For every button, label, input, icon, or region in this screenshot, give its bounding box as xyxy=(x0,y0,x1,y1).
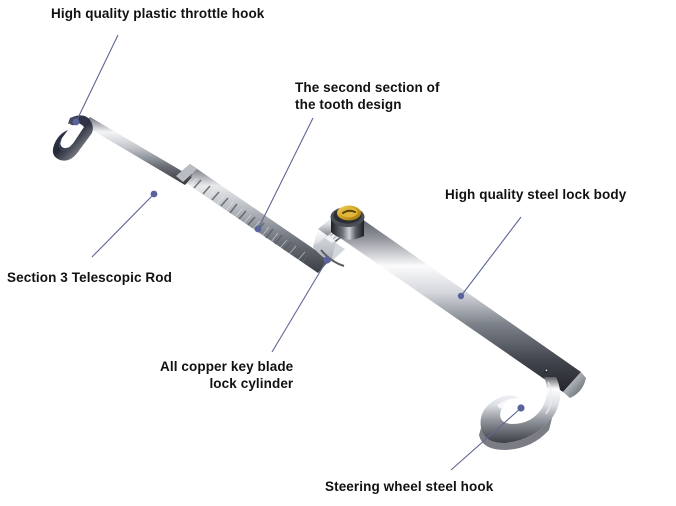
callout-label-section-3-rod: Section 3 Telescopic Rod xyxy=(7,270,172,285)
steering-wheel-lock-product xyxy=(52,115,586,450)
leader-line-throttle-hook xyxy=(75,34,119,123)
leader-line-section-3 xyxy=(91,193,155,258)
telescopic-rod-thin xyxy=(82,117,197,185)
leader-line-copper-cylinder xyxy=(271,259,328,353)
leader-line-steel-lock-body xyxy=(460,216,522,297)
main-lock-body xyxy=(330,212,586,398)
callout-leader-dots xyxy=(72,118,525,412)
leader-dot-tooth-design xyxy=(254,225,262,233)
key-cylinder xyxy=(337,205,361,221)
callout-label-throttle-hook: High quality plastic throttle hook xyxy=(51,6,265,21)
leader-line-steering-hook xyxy=(450,407,522,471)
callout-leader-lines xyxy=(75,34,522,471)
leader-dot-section-3 xyxy=(150,190,158,198)
leader-dot-steel-lock-body xyxy=(457,292,465,300)
leader-dot-copper-cylinder xyxy=(323,256,331,264)
toothed-section xyxy=(176,164,330,273)
leader-dot-steering-hook xyxy=(517,404,525,412)
callout-label-steering-wheel-hook: Steering wheel steel hook xyxy=(325,479,494,494)
callout-label-copper-lock-cylinder: All copper key blade lock cylinder xyxy=(160,359,294,391)
steering-wheel-hook xyxy=(479,377,561,450)
leader-dot-throttle-hook xyxy=(72,118,80,126)
callout-label-tooth-design: The second section of the tooth design xyxy=(295,80,440,112)
callout-label-steel-lock-body: High quality steel lock body xyxy=(445,187,627,202)
leader-line-tooth-design xyxy=(257,117,314,230)
